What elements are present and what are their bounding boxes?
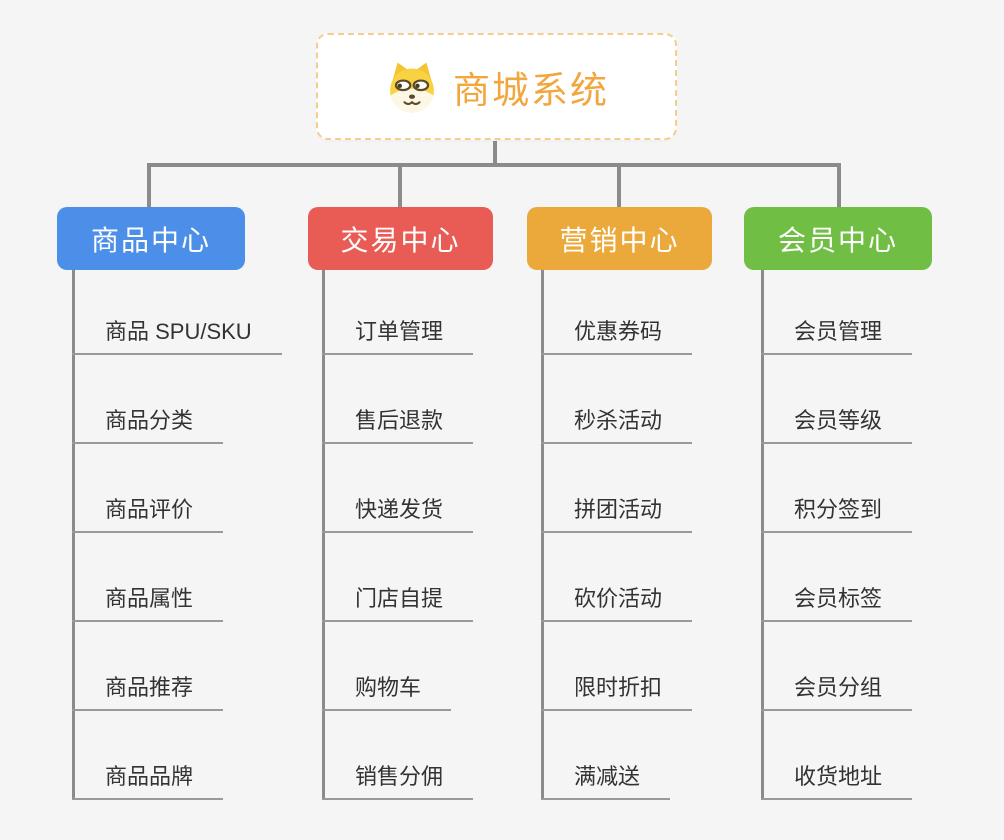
leaf-node[interactable]: 销售分佣 <box>322 758 474 800</box>
leaf-node[interactable]: 会员标签 <box>761 580 913 622</box>
branch-drop-connector <box>617 163 621 209</box>
leaf-node[interactable]: 快递发货 <box>322 491 474 533</box>
leaf-node[interactable]: 满减送 <box>541 758 671 800</box>
leaf-node[interactable]: 商品 SPU/SKU <box>72 313 282 355</box>
leaf-node[interactable]: 会员等级 <box>761 402 913 444</box>
branch-column-line <box>761 270 764 800</box>
leaf-node[interactable]: 拼团活动 <box>541 491 693 533</box>
leaf-node[interactable]: 秒杀活动 <box>541 402 693 444</box>
branch-drop-connector <box>398 163 402 209</box>
branch-bus-connector <box>147 163 841 167</box>
leaf-node[interactable]: 订单管理 <box>322 313 474 355</box>
branch-node-marketing[interactable]: 营销中心 <box>527 207 712 270</box>
leaf-node[interactable]: 会员分组 <box>761 669 913 711</box>
leaf-node[interactable]: 收货地址 <box>761 758 913 800</box>
branch-column-line <box>322 270 325 799</box>
leaf-node[interactable]: 售后退款 <box>322 402 474 444</box>
branch-node-trade[interactable]: 交易中心 <box>308 207 493 270</box>
branch-node-product[interactable]: 商品中心 <box>57 207 245 270</box>
leaf-node[interactable]: 门店自提 <box>322 580 474 622</box>
leaf-node[interactable]: 积分签到 <box>761 491 913 533</box>
leaf-node[interactable]: 优惠券码 <box>541 313 693 355</box>
leaf-node[interactable]: 购物车 <box>322 669 452 711</box>
branch-node-member[interactable]: 会员中心 <box>744 207 932 270</box>
branch-drop-connector <box>837 163 841 209</box>
branch-column-line <box>541 270 544 799</box>
leaf-node[interactable]: 商品品牌 <box>72 758 224 800</box>
leaf-node[interactable]: 砍价活动 <box>541 580 693 622</box>
leaf-node[interactable]: 商品分类 <box>72 402 224 444</box>
leaf-node[interactable]: 商品属性 <box>72 580 224 622</box>
leaf-node[interactable]: 限时折扣 <box>541 669 693 711</box>
root-node-title: 商城系统 <box>453 69 609 111</box>
branch-column-line <box>72 270 75 800</box>
leaf-node[interactable]: 商品推荐 <box>72 669 224 711</box>
shiba-dog-icon <box>390 62 434 112</box>
root-node[interactable]: 商城系统 <box>316 33 677 140</box>
branch-drop-connector <box>147 163 151 209</box>
leaf-node[interactable]: 商品评价 <box>72 491 224 533</box>
leaf-node[interactable]: 会员管理 <box>761 313 913 355</box>
root-stem-connector <box>493 141 497 165</box>
